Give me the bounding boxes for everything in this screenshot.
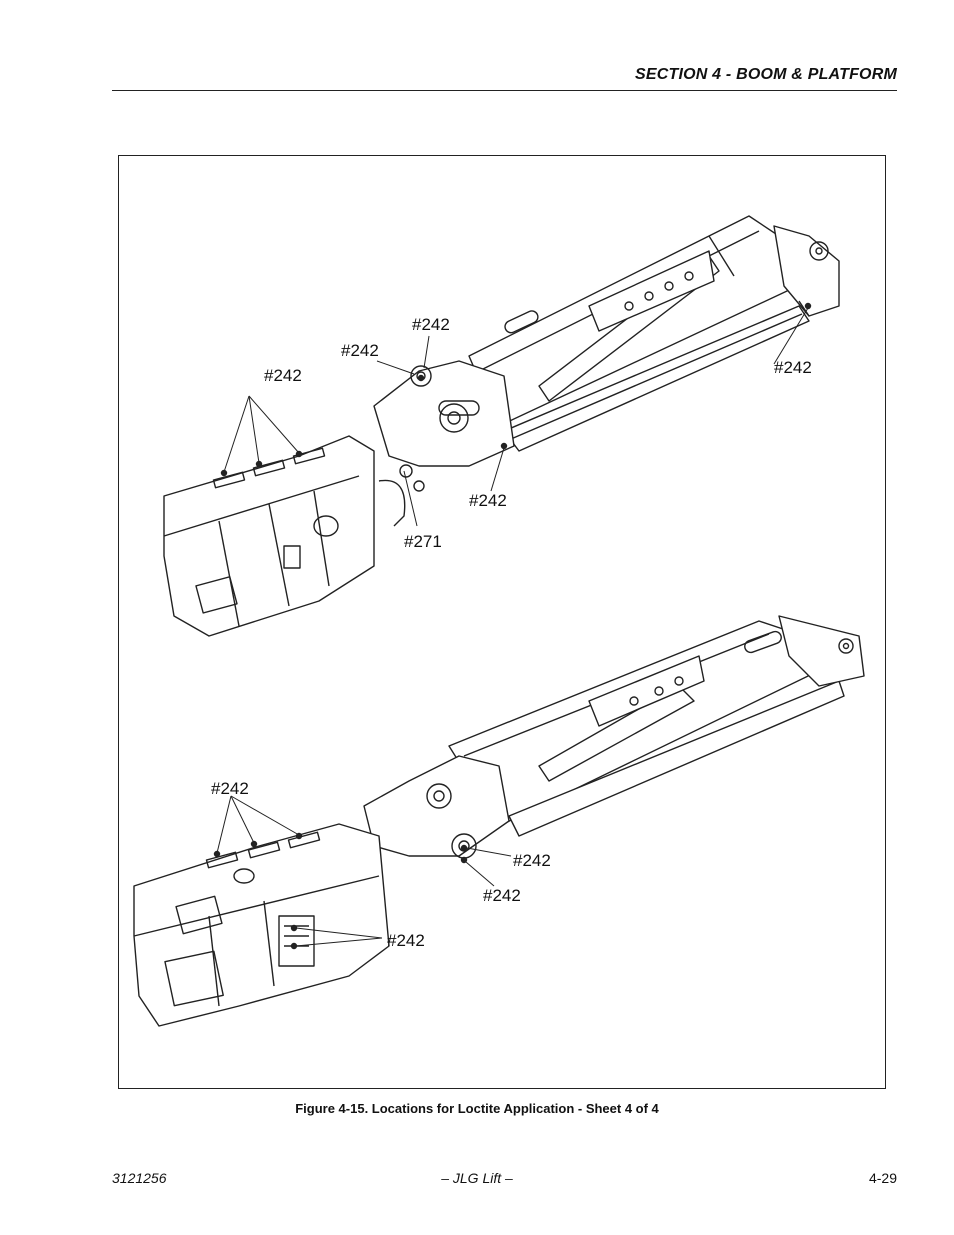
top-boom-assembly bbox=[163, 215, 840, 637]
bottom-boom-assembly bbox=[133, 615, 865, 1027]
callout-bottom-pin-upper: #242 bbox=[513, 851, 551, 870]
figure-caption: Figure 4-15. Locations for Loctite Appli… bbox=[295, 1101, 659, 1116]
callout-top-pin-right: #242 bbox=[412, 315, 450, 334]
callout-top-far-right: #242 bbox=[774, 358, 812, 377]
boom-assembly-drawing: #242 #242 #242 #242 #242 #271 #242 #242 … bbox=[133, 215, 865, 1027]
callout-top-pin-left: #242 bbox=[341, 341, 379, 360]
doc-number: 3121256 bbox=[112, 1170, 167, 1186]
callout-bottom-pin-lower: #242 bbox=[483, 886, 521, 905]
publisher-name: – JLG Lift – bbox=[441, 1170, 513, 1186]
callout-bottom-left-rails: #242 bbox=[211, 779, 249, 798]
section-title: SECTION 4 - BOOM & PLATFORM bbox=[635, 66, 897, 83]
page-number: 4-29 bbox=[868, 1170, 897, 1186]
callout-top-bracket: #271 bbox=[404, 532, 442, 551]
callout-top-middle: #242 bbox=[469, 491, 507, 510]
callout-top-left-rails: #242 bbox=[264, 366, 302, 385]
callout-bottom-bottom: #242 bbox=[387, 931, 425, 950]
figure-frame: #242 #242 #242 #242 #242 #271 #242 #242 … bbox=[118, 155, 886, 1089]
page-header: SECTION 4 - BOOM & PLATFORM bbox=[112, 64, 897, 91]
